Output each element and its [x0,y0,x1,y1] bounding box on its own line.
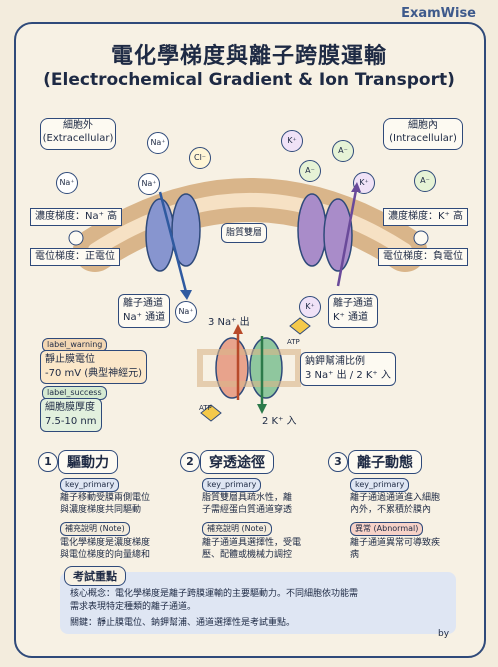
cl-ion: Cl⁻ [189,147,211,169]
na-arrowhead [180,290,192,300]
k-ion: K⁺ [281,130,303,152]
a-ion: A⁻ [299,160,321,182]
na-ion: Na⁺ [175,301,197,323]
a-ion: A⁻ [332,140,354,162]
left-potential-bar: 電位梯度：正電位 [30,248,120,266]
section-3-tag: key_primary [350,478,410,492]
section-1-note-line2: 與電位梯度的向量總和 [60,550,151,560]
na-ion: Na⁺ [147,132,169,154]
a-ion: A⁻ [414,170,436,192]
extracellular-zh: 細胞外 [63,120,93,131]
section-3-note-tag: 異常 (Abnormal) [350,522,424,536]
na-channel-line2: Na⁺ 通道 [123,312,166,323]
title-zh: 電化學梯度與離子跨膜運輸 [110,44,387,69]
section-2-heading: 穿透途徑 [200,450,274,474]
extracellular-en: (Extracellular) [42,133,114,144]
k-channel-label: 離子通道 K⁺ 通道 [328,294,378,328]
minus-sign-icon [413,230,429,246]
section-1-number: 1 [38,452,58,472]
atp-burst [289,317,311,335]
k-channel-left [297,193,327,267]
title-en: (Electrochemical Gradient & Ion Transpor… [43,70,455,90]
signature: by [438,629,450,639]
pump-ratio-value: 3 Na⁺ 出 / 2 K⁺ 入 [305,370,391,381]
k-efflux-arrow [336,189,358,287]
section-2-body-line2: 子需經蛋白質通道穿透 [202,505,293,515]
k-channel-line2: K⁺ 通道 [333,312,369,323]
resting-potential-value: -70 mV (典型神經元) [45,368,143,379]
pump-ratio-label: 鈉鉀幫浦比例 [305,356,365,367]
na-channel-right [171,193,201,267]
lipid-label: 脂質雙層 [221,223,268,243]
extracellular-label: 細胞外 (Extracellular) [40,118,116,150]
section-1-tag: key_primary [60,478,120,492]
atp-label: ATP [287,338,300,346]
section-1-body-line1: 離子移動受膜兩側電位 [60,493,151,503]
exam-line2: 需求表現特定種類的離子通道。 [70,602,197,612]
section-3-note-line2: 病 [350,550,360,560]
section-1-note-line1: 電化學梯度是濃度梯度 [60,538,151,548]
warning-box: 靜止膜電位 -70 mV (典型神經元) [40,350,148,384]
exam-line1: 核心概念：電化學梯度是離子跨膜運輸的主要驅動力。不同細胞依功能需 [70,589,359,599]
section-2-note-line1: 離子通道具選擇性，受電 [202,538,302,548]
k-channel-line1: 離子通道 [333,298,373,309]
k-ion: K⁺ [299,296,321,318]
right-concentration-bar: 濃度梯度：K⁺ 高 [382,208,468,226]
na-channel-label: 離子通道 Na⁺ 通道 [118,294,171,328]
pump-ratio-box: 鈉鉀幫浦比例 3 Na⁺ 出 / 2 K⁺ 入 [300,352,396,386]
atp-burst [200,404,222,422]
pump-na-arrowhead [233,324,243,334]
section-1-body-line2: 與濃度梯度共同驅動 [60,505,142,515]
exam-heading: 考試重點 [64,566,126,586]
brand-logo: ExamWise [401,6,476,21]
section-3-body-line2: 內外，不累積於膜內 [350,505,432,515]
section-2-number: 2 [180,452,200,472]
na-ion: Na⁺ [56,172,78,194]
k-arrowhead [351,182,361,192]
section-1-note-tag: 補充說明 (Note) [60,522,130,536]
na-ion: Na⁺ [138,173,160,195]
na-channel-line1: 離子通道 [123,298,163,309]
na-channel-left [145,198,175,272]
section-3-heading: 離子動態 [348,450,422,474]
section-2-tag: key_primary [202,478,262,492]
pump-k-in: 2 K⁺ 入 [262,416,297,427]
intracellular-en: (Intracellular) [389,133,457,144]
right-potential-bar: 電位梯度：負電位 [378,248,468,266]
pump-left-subunit [215,337,249,399]
membrane-thickness-label: 細胞膜厚度 [45,402,95,413]
section-3-note-line1: 離子通道異常可導致疾 [350,538,441,548]
exam-box [60,572,456,634]
section-1-heading: 驅動力 [58,450,118,474]
section-3-body-line1: 離子通過通道進入細胞 [350,493,441,503]
exam-line3: 關鍵：靜止膜電位、鈉鉀幫浦、通道選擇性是考試重點。 [70,618,296,628]
section-2-note-tag: 補充說明 (Note) [202,522,272,536]
na-influx-arrow [158,191,188,293]
bilayer-core [88,193,412,257]
pump-right-subunit [249,337,283,399]
section-2-note-line2: 壓、配體或機械力調控 [202,550,293,560]
success-box: 細胞膜厚度 7.5-10 nm [40,398,102,432]
atp-label: ATP [199,404,212,412]
intracellular-zh: 細胞內 [408,120,438,131]
membrane-thickness-value: 7.5-10 nm [45,416,97,427]
intracellular-label: 細胞內 (Intracellular) [383,118,463,150]
section-3-number: 3 [328,452,348,472]
left-concentration-bar: 濃度梯度：Na⁺ 高 [30,208,123,226]
pump-bilayer [197,349,301,387]
plus-sign-icon [68,230,84,246]
pump-na-out: 3 Na⁺ 出 [208,317,250,328]
pump-k-arrowhead [257,404,267,414]
resting-potential-label: 靜止膜電位 [45,354,95,365]
section-2-body-line1: 脂質雙層具疏水性，離 [202,493,293,503]
